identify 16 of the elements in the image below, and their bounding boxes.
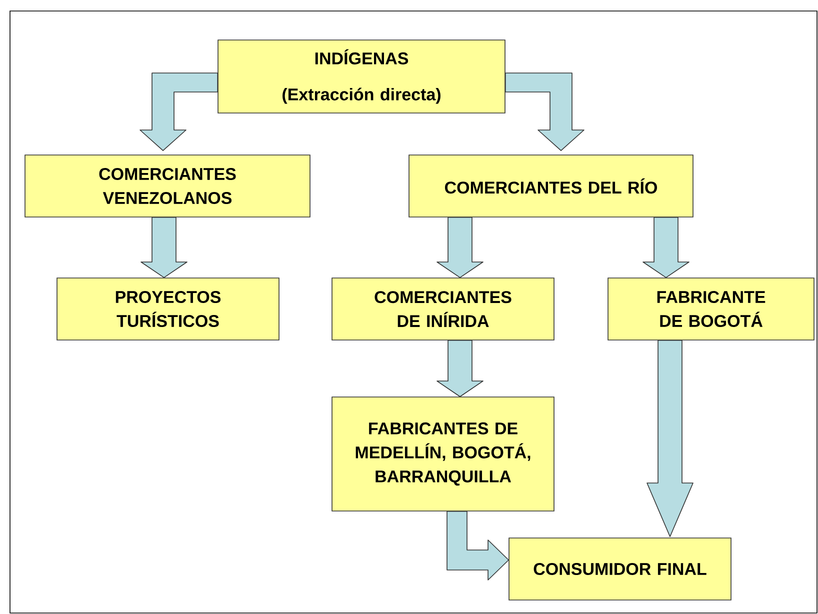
block-arrow [436,340,484,397]
block-arrow [140,72,218,151]
block-arrow [642,217,690,278]
block-arrow [646,340,694,537]
process-box: FABRICANTES DE MEDELLÍN, BOGOTÁ, BARRANQUILLA [332,396,554,512]
process-box: PROYECTOS TURÍSTICOS [56,278,280,340]
process-box: CONSUMIDOR FINAL [508,538,732,600]
process-box: INDÍGENAS (Extracción directa) [218,40,506,114]
process-box: COMERCIANTES DEL RÍO [408,154,694,218]
block-arrow [505,72,584,151]
block-arrow [140,217,188,278]
process-box: COMERCIANTES DE INÍRIDA [332,278,554,340]
process-box: COMERCIANTES VENEZOLANOS [24,154,310,218]
block-arrow [436,217,484,278]
process-box: FABRICANTE DE BOGOTÁ [608,278,814,340]
block-arrow [446,511,509,580]
